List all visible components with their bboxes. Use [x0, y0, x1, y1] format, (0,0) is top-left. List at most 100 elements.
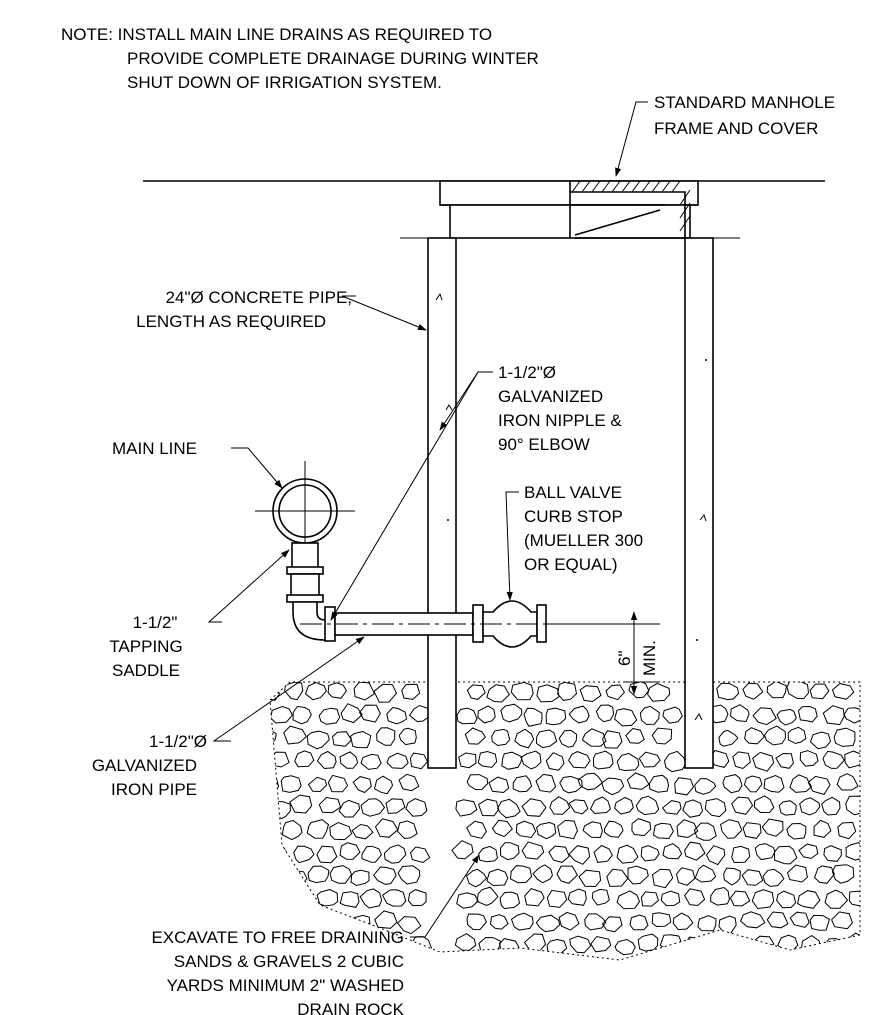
gravel-stone	[352, 776, 372, 794]
gravel-stone	[616, 890, 641, 910]
gravel-stone	[283, 869, 308, 888]
gravel-stone	[339, 751, 359, 769]
gravel-stone	[635, 795, 660, 816]
gravel-stone	[568, 705, 590, 724]
gravel-stone	[674, 777, 695, 796]
tapping-saddle-label-line-3: SADDLE	[112, 661, 180, 680]
gravel-stone	[456, 707, 478, 725]
gravel-stone	[773, 845, 798, 865]
gravel-stone	[273, 889, 292, 906]
gravel-stone	[557, 682, 578, 701]
gravel-stone	[477, 750, 498, 768]
gravel-stone	[397, 865, 421, 885]
gravel-stone	[358, 704, 381, 723]
gravel-stone	[557, 819, 578, 840]
iron-pipe-leader	[212, 636, 365, 742]
gravel-stone	[845, 932, 860, 953]
gravel-stone	[775, 752, 794, 769]
gravel-stone	[280, 775, 302, 793]
tapping-saddle-label-line-1: 1-1/2"	[133, 613, 178, 632]
gravel-stone	[776, 890, 797, 909]
gravel-stone	[579, 685, 602, 703]
gravel-stone	[640, 891, 660, 907]
gravel-stone	[318, 707, 341, 725]
gravel-stone	[807, 775, 831, 795]
excavate-label-line-4: DRAIN ROCK	[297, 1000, 404, 1015]
gravel-stone	[514, 728, 535, 749]
gravel-stone	[742, 822, 762, 839]
gravel-stone	[672, 912, 694, 931]
concrete-pipe-label-line-2: LENGTH AS REQUIRED	[136, 312, 326, 331]
gravel-stone	[694, 778, 717, 795]
gravel-stone	[814, 865, 835, 884]
gravel-stone	[466, 820, 487, 839]
gravel-stone	[833, 727, 856, 747]
ball-valve-label-line-3: (MUELLER 300	[524, 531, 643, 550]
gravel-stone	[289, 794, 313, 814]
gravel-stone	[546, 938, 568, 956]
gravel-stone	[647, 682, 671, 702]
gravel-stone	[329, 865, 353, 884]
gravel-stone	[350, 730, 372, 749]
gravel-stone	[766, 682, 787, 699]
manhole-leader	[615, 101, 648, 177]
gravel-stone	[491, 728, 511, 747]
gravel-stone	[283, 725, 308, 745]
gravel-stone	[306, 819, 330, 839]
gravel-stone	[694, 864, 717, 883]
gravel-stone	[270, 867, 282, 885]
gravel-stone	[281, 819, 303, 841]
gravel-stone	[648, 774, 670, 793]
gravel-stone	[295, 891, 315, 907]
gravel-stone	[848, 890, 860, 907]
excavate-label-line-2: SANDS & GRAVELS 2 CUBIC	[174, 952, 404, 971]
gravel-stone	[536, 684, 560, 703]
gravel-stone	[751, 889, 775, 910]
gravel-stone	[675, 867, 696, 886]
gravel-stone	[351, 823, 374, 840]
ball-valve-label-line-1: BALL VALVE	[524, 483, 622, 502]
dimension-min-label: MIN.	[640, 640, 659, 676]
tapping-saddle-label-line-2: TAPPING	[109, 637, 182, 656]
gravel-stone	[409, 752, 429, 770]
gravel-stone	[270, 911, 280, 928]
gravel-stone	[683, 936, 703, 954]
gravel-stone	[603, 820, 624, 838]
gravel-stone	[627, 865, 649, 885]
concrete-pipe-right-wall	[684, 237, 714, 769]
gravel-stone	[456, 892, 479, 909]
tapping-saddle-label: 1-1/2" TAPPING SADDLE	[109, 613, 182, 680]
gravel-stone	[466, 913, 487, 931]
gravel-stone	[789, 911, 810, 928]
galvanized-elbow	[292, 601, 330, 641]
gravel-stone	[606, 868, 629, 887]
gravel-stone	[591, 888, 610, 906]
gravel-stone	[545, 707, 567, 726]
gravel-stone	[787, 726, 807, 744]
gravel-stone	[359, 888, 383, 909]
gravel-stone	[605, 684, 626, 701]
gravel-stone	[559, 775, 583, 794]
gravel-stone	[361, 845, 382, 863]
gravel-stone	[762, 868, 785, 887]
gravel-stone	[631, 818, 652, 837]
gravel-stone	[752, 751, 775, 772]
gravel-stone	[682, 799, 704, 818]
gravel-stone	[595, 704, 615, 723]
gravel-stone	[813, 819, 832, 838]
gravel-stone	[789, 774, 813, 793]
gravel-stone	[466, 774, 489, 791]
tapping-saddle-leader	[207, 549, 290, 623]
gravel-stone	[616, 844, 639, 864]
nipple-leader-1	[330, 371, 493, 621]
gravel-stone	[845, 795, 860, 816]
gravel-stone	[731, 845, 751, 864]
gravel-stone	[831, 864, 855, 884]
gravel-stone	[284, 682, 304, 701]
gravel-stone	[831, 683, 855, 700]
concrete-pipe-leader	[341, 295, 427, 331]
gravel-stone	[521, 841, 545, 860]
gravel-stone	[732, 751, 751, 770]
gravel-stone	[499, 891, 521, 910]
